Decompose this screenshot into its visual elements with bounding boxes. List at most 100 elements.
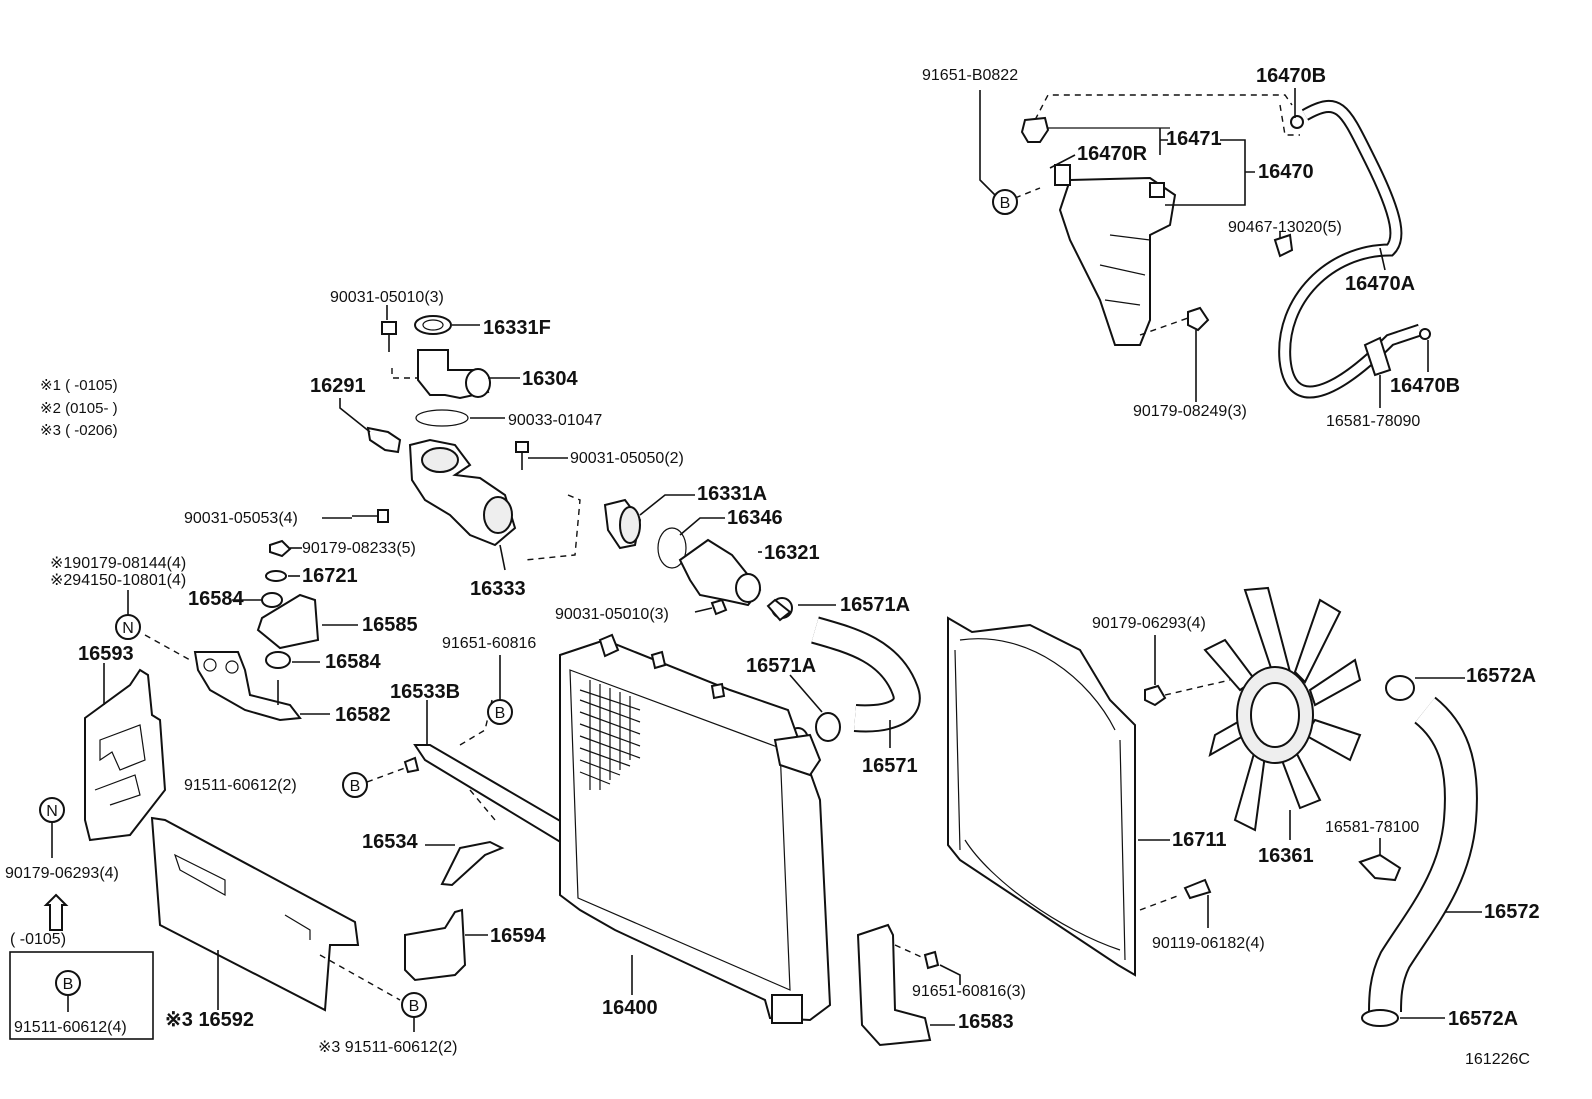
bolt-icon [381,321,397,352]
label-16572a-bottom: 16572A [1448,1008,1518,1030]
hose-clamp-icon-5 [1385,675,1415,701]
up-arrow-icon [43,893,69,931]
label-90031-05053: 90031-05053(4) [184,510,298,527]
label-90179-06293-left: 90179-06293(4) [5,865,119,882]
air-guide-icon [84,668,167,842]
water-outlet-icon [417,349,491,400]
circle-marker-b [992,189,1018,215]
label-91651-b0822: 91651-B0822 [922,67,1018,84]
o-ring-icon [415,409,469,427]
label-16581-78090: 16581-78090 [1326,413,1420,430]
label-91511-60612-bottom: ※3 91511-60612(2) [318,1039,457,1056]
label-16572: 16572 [1484,901,1540,923]
fan-shroud-icon [947,616,1136,977]
label-16721: 16721 [302,565,358,587]
bolt-icon-2 [515,441,529,470]
label-16470b-bottom: 16470B [1390,375,1460,397]
label-90031-05050: 90031-05050(2) [570,450,684,467]
nut-icon-3 [1144,684,1167,707]
legend-box [9,951,154,1040]
thermostat-gasket-icon [657,527,687,569]
thermostat-icon [603,498,642,550]
label-16571a-mid: 16571A [746,655,816,677]
label-16582: 16582 [335,704,391,726]
stay-support-icon [440,840,505,887]
marker-b-label-4: B [350,778,361,795]
cushion-icon-2 [265,651,291,669]
label-16711: 16711 [1172,829,1227,851]
hose-clamp-icon-3 [766,598,792,622]
label-16584-top: 16584 [188,588,244,610]
label-16471: 16471 [1166,128,1222,150]
legend-period: ( -0105) [10,931,66,948]
note-1: ※1 ( -0105) [40,377,118,394]
hose-clamp-icon-7 [1361,1009,1399,1027]
label-16584-bottom: 16584 [325,651,381,673]
label-16333: 16333 [470,578,526,600]
shroud-bracket-icon [856,923,932,1047]
bolt-icon-7 [1183,878,1212,900]
label-16470a: 16470A [1345,273,1415,295]
label-16470r: 16470R [1077,143,1148,165]
lower-hose-group: 16572A 16581-78100 16572 16572A [1325,665,1540,1030]
diagram-code: 161226C [1465,1051,1530,1068]
nut-icon [1187,306,1210,332]
label-16585: 16585 [362,614,418,636]
label-91651-60816: 91651-60816 [442,635,536,652]
washer-icon [265,570,287,582]
label-16321: 16321 [764,542,820,564]
radiator-support-group: ※190179-08144(4) ※294150-10801(4) N 1658… [50,555,418,726]
note-3: ※3 ( -0206) [40,422,118,439]
label-16470: 16470 [1258,161,1314,183]
water-inlet-housing-icon [408,438,517,547]
overflow-hose-icon [1278,99,1431,399]
legend-part-label: 91511-60612(4) [14,1019,127,1036]
bolt-icon-5 [403,756,420,774]
label-16346: 16346 [727,507,783,529]
shield-bracket-group: 16594 [404,908,546,982]
applicability-notes: ※1 ( -0105) ※2 (0105- ) ※3 ( -0206) [40,377,118,439]
hose-clamp-icon-6 [1358,853,1402,882]
bolt-icon-4 [710,598,728,616]
label-16534: 16534 [362,831,418,853]
bolt-icon-3 [352,509,389,523]
label-16361: 16361 [1258,845,1314,867]
nut-icon-2 [269,539,292,558]
reservoir-tank-icon [1054,164,1177,346]
label-91651-60816-3: 91651-60816(3) [912,983,1026,1000]
label-16291: 16291 [310,375,366,397]
shield-bracket-icon [404,908,467,982]
upper-hose-icon [811,618,919,731]
lower-shield-icon [150,816,360,1012]
hose-clamp-icon-4 [815,712,841,742]
marker-b-label: B [1000,195,1011,212]
fan-icon [1203,586,1362,832]
sensor-icon [366,426,402,454]
label-90033-01047: 90033-01047 [508,412,602,429]
hose-clip-icon [1273,233,1294,258]
label-16594: 16594 [490,925,546,947]
hose-clamp-icon [1363,336,1392,377]
legend-marker-b-label: B [63,976,74,993]
marker-b-label-2: B [409,998,420,1015]
label-16571a-top: 16571A [840,594,910,616]
fan-shroud-group: 16711 91651-60816(3) 16583 90119-06182(4… [856,616,1265,1047]
label-90179-08144: ※190179-08144(4) [50,555,186,572]
circle-marker-b-4 [342,772,368,798]
radiator-icon [559,638,832,1022]
radiator-core-icon [579,680,641,790]
label-90179-06293-right: 90179-06293(4) [1092,615,1206,632]
label-16533b: 16533B [390,681,460,703]
water-outlet-group: 90031-05010(3) 16331F 16304 16291 90033-… [184,289,820,623]
label-16470b-top: 16470B [1256,65,1326,87]
label-16593: 16593 [78,643,134,665]
note-2: ※2 (0105- ) [40,400,118,417]
support-bracket-icon [256,593,320,650]
fan-group: 90179-06293(4) 16361 [1092,586,1362,867]
gasket-icon [414,315,452,335]
label-90031-05010-top: 90031-05010(3) [330,289,444,306]
label-90467-13020: 90467-13020(5) [1228,219,1342,236]
lower-hose-icon [1370,698,1476,1013]
label-16304: 16304 [522,368,578,390]
label-16331a: 16331A [697,483,767,505]
